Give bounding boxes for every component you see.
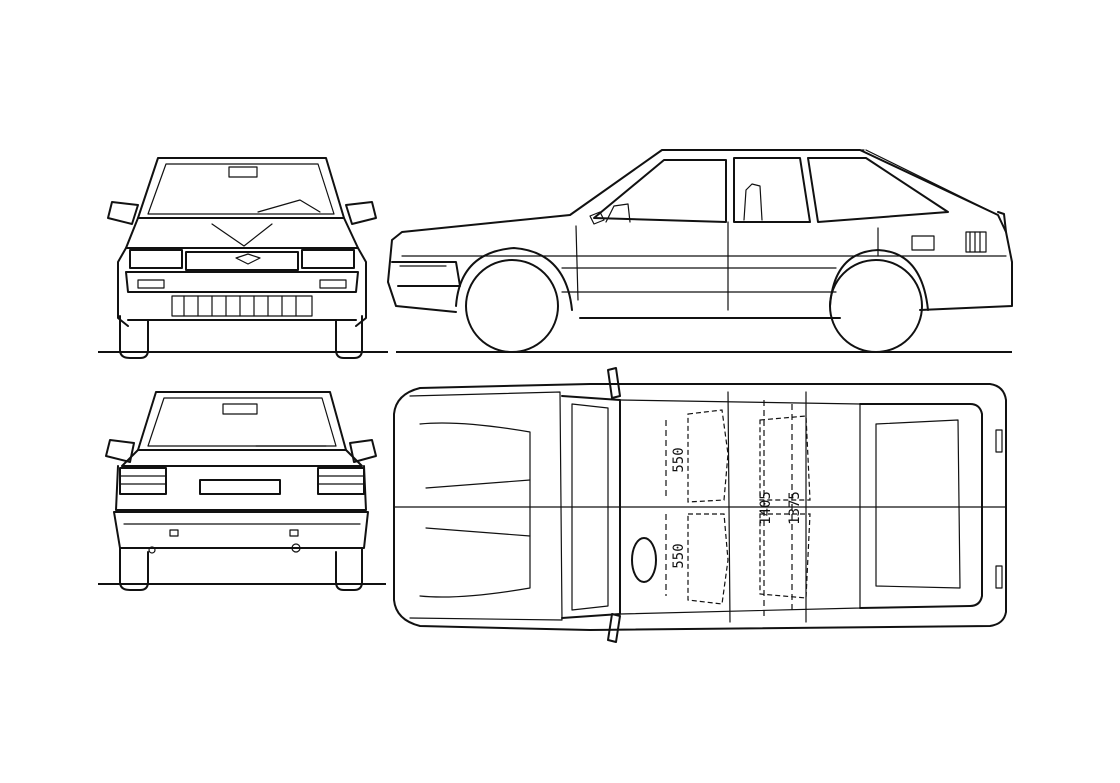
interior-width-rear-label: 1375 (787, 491, 803, 525)
rear-seat-dimension-label: 550 (671, 543, 687, 568)
side-view (387, 149, 1013, 353)
rear-view (105, 391, 377, 591)
top-view (393, 367, 1007, 643)
interior-width-front-label: 1405 (758, 491, 774, 525)
front-view (107, 157, 377, 359)
front-seat-dimension-label: 550 (671, 447, 687, 472)
